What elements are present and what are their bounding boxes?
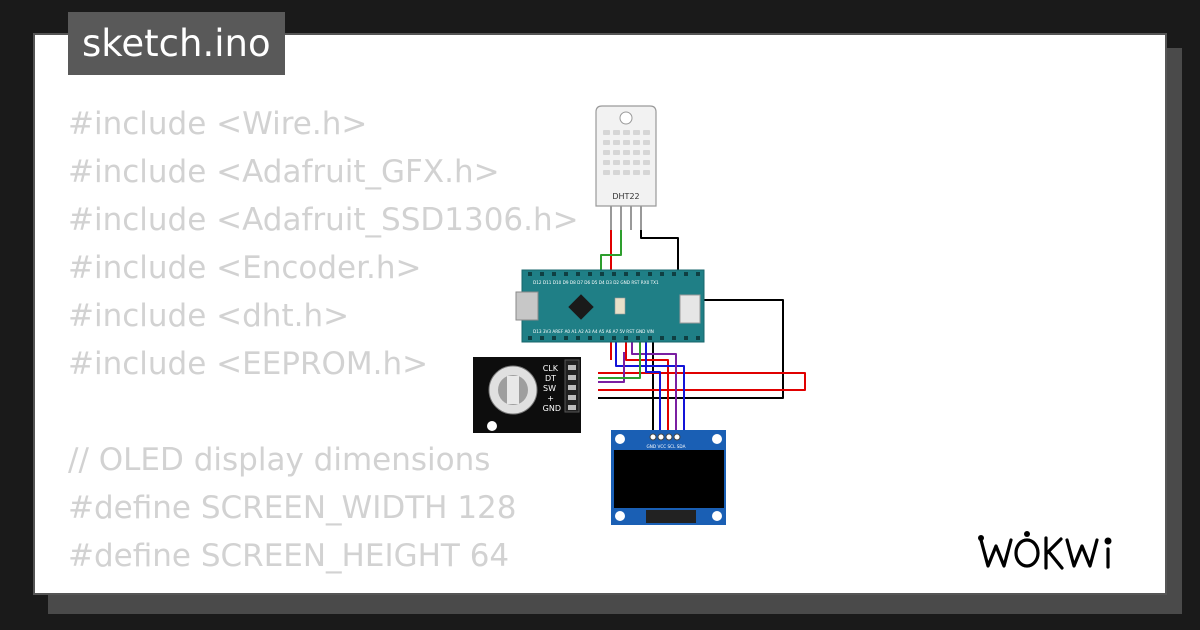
nano-top-pin-labels: D12 D11 D10 D9 D8 D7 D6 D5 D4 D3 D2 GND … (533, 280, 659, 285)
encoder-pin-sw: SW (543, 384, 556, 393)
code-line: #define SCREEN_HEIGHT 64 (68, 538, 510, 574)
oled-display[interactable]: GND VCC SCL SDA (611, 430, 726, 525)
code-line: #include <Encoder.h> (68, 250, 422, 286)
arduino-nano[interactable]: D12 D11 D10 D9 D8 D7 D6 D5 D4 D3 D2 GND … (515, 269, 705, 343)
code-line: #include <dht.h> (68, 298, 350, 334)
circuit-diagram: DHT22 D12 D11 D10 D9 D8 D7 D6 D5 D4 D3 D… (473, 105, 806, 525)
wokwi-logo (978, 531, 1112, 570)
oled-pin-labels: GND VCC SCL SDA (647, 444, 686, 449)
rotary-encoder[interactable]: CLK DT SW + GND (473, 357, 581, 433)
code-line: #include <Adafruit_SSD1306.h> (68, 202, 579, 238)
encoder-pin-gnd: GND (543, 404, 561, 413)
encoder-pin-plus: + (547, 394, 554, 403)
nano-bottom-pin-labels: D13 3V3 AREF A0 A1 A2 A3 A4 A5 A6 A7 5V … (533, 329, 654, 334)
file-tab[interactable]: sketch.ino (68, 12, 285, 75)
code-line: #include <EEPROM.h> (68, 346, 429, 382)
code-line: #include <Adafruit_GFX.h> (68, 154, 500, 190)
dht22-sensor[interactable]: DHT22 (595, 105, 657, 230)
encoder-pin-dt: DT (545, 374, 556, 383)
code-line: #include <Wire.h> (68, 106, 368, 142)
code-line: // OLED display dimensions (68, 442, 491, 478)
code-line: #define SCREEN_WIDTH 128 (68, 490, 517, 526)
dht22-label: DHT22 (612, 192, 639, 201)
code-snippet: #include <Wire.h> #include <Adafruit_GFX… (68, 100, 579, 580)
encoder-pin-clk: CLK (543, 364, 559, 373)
